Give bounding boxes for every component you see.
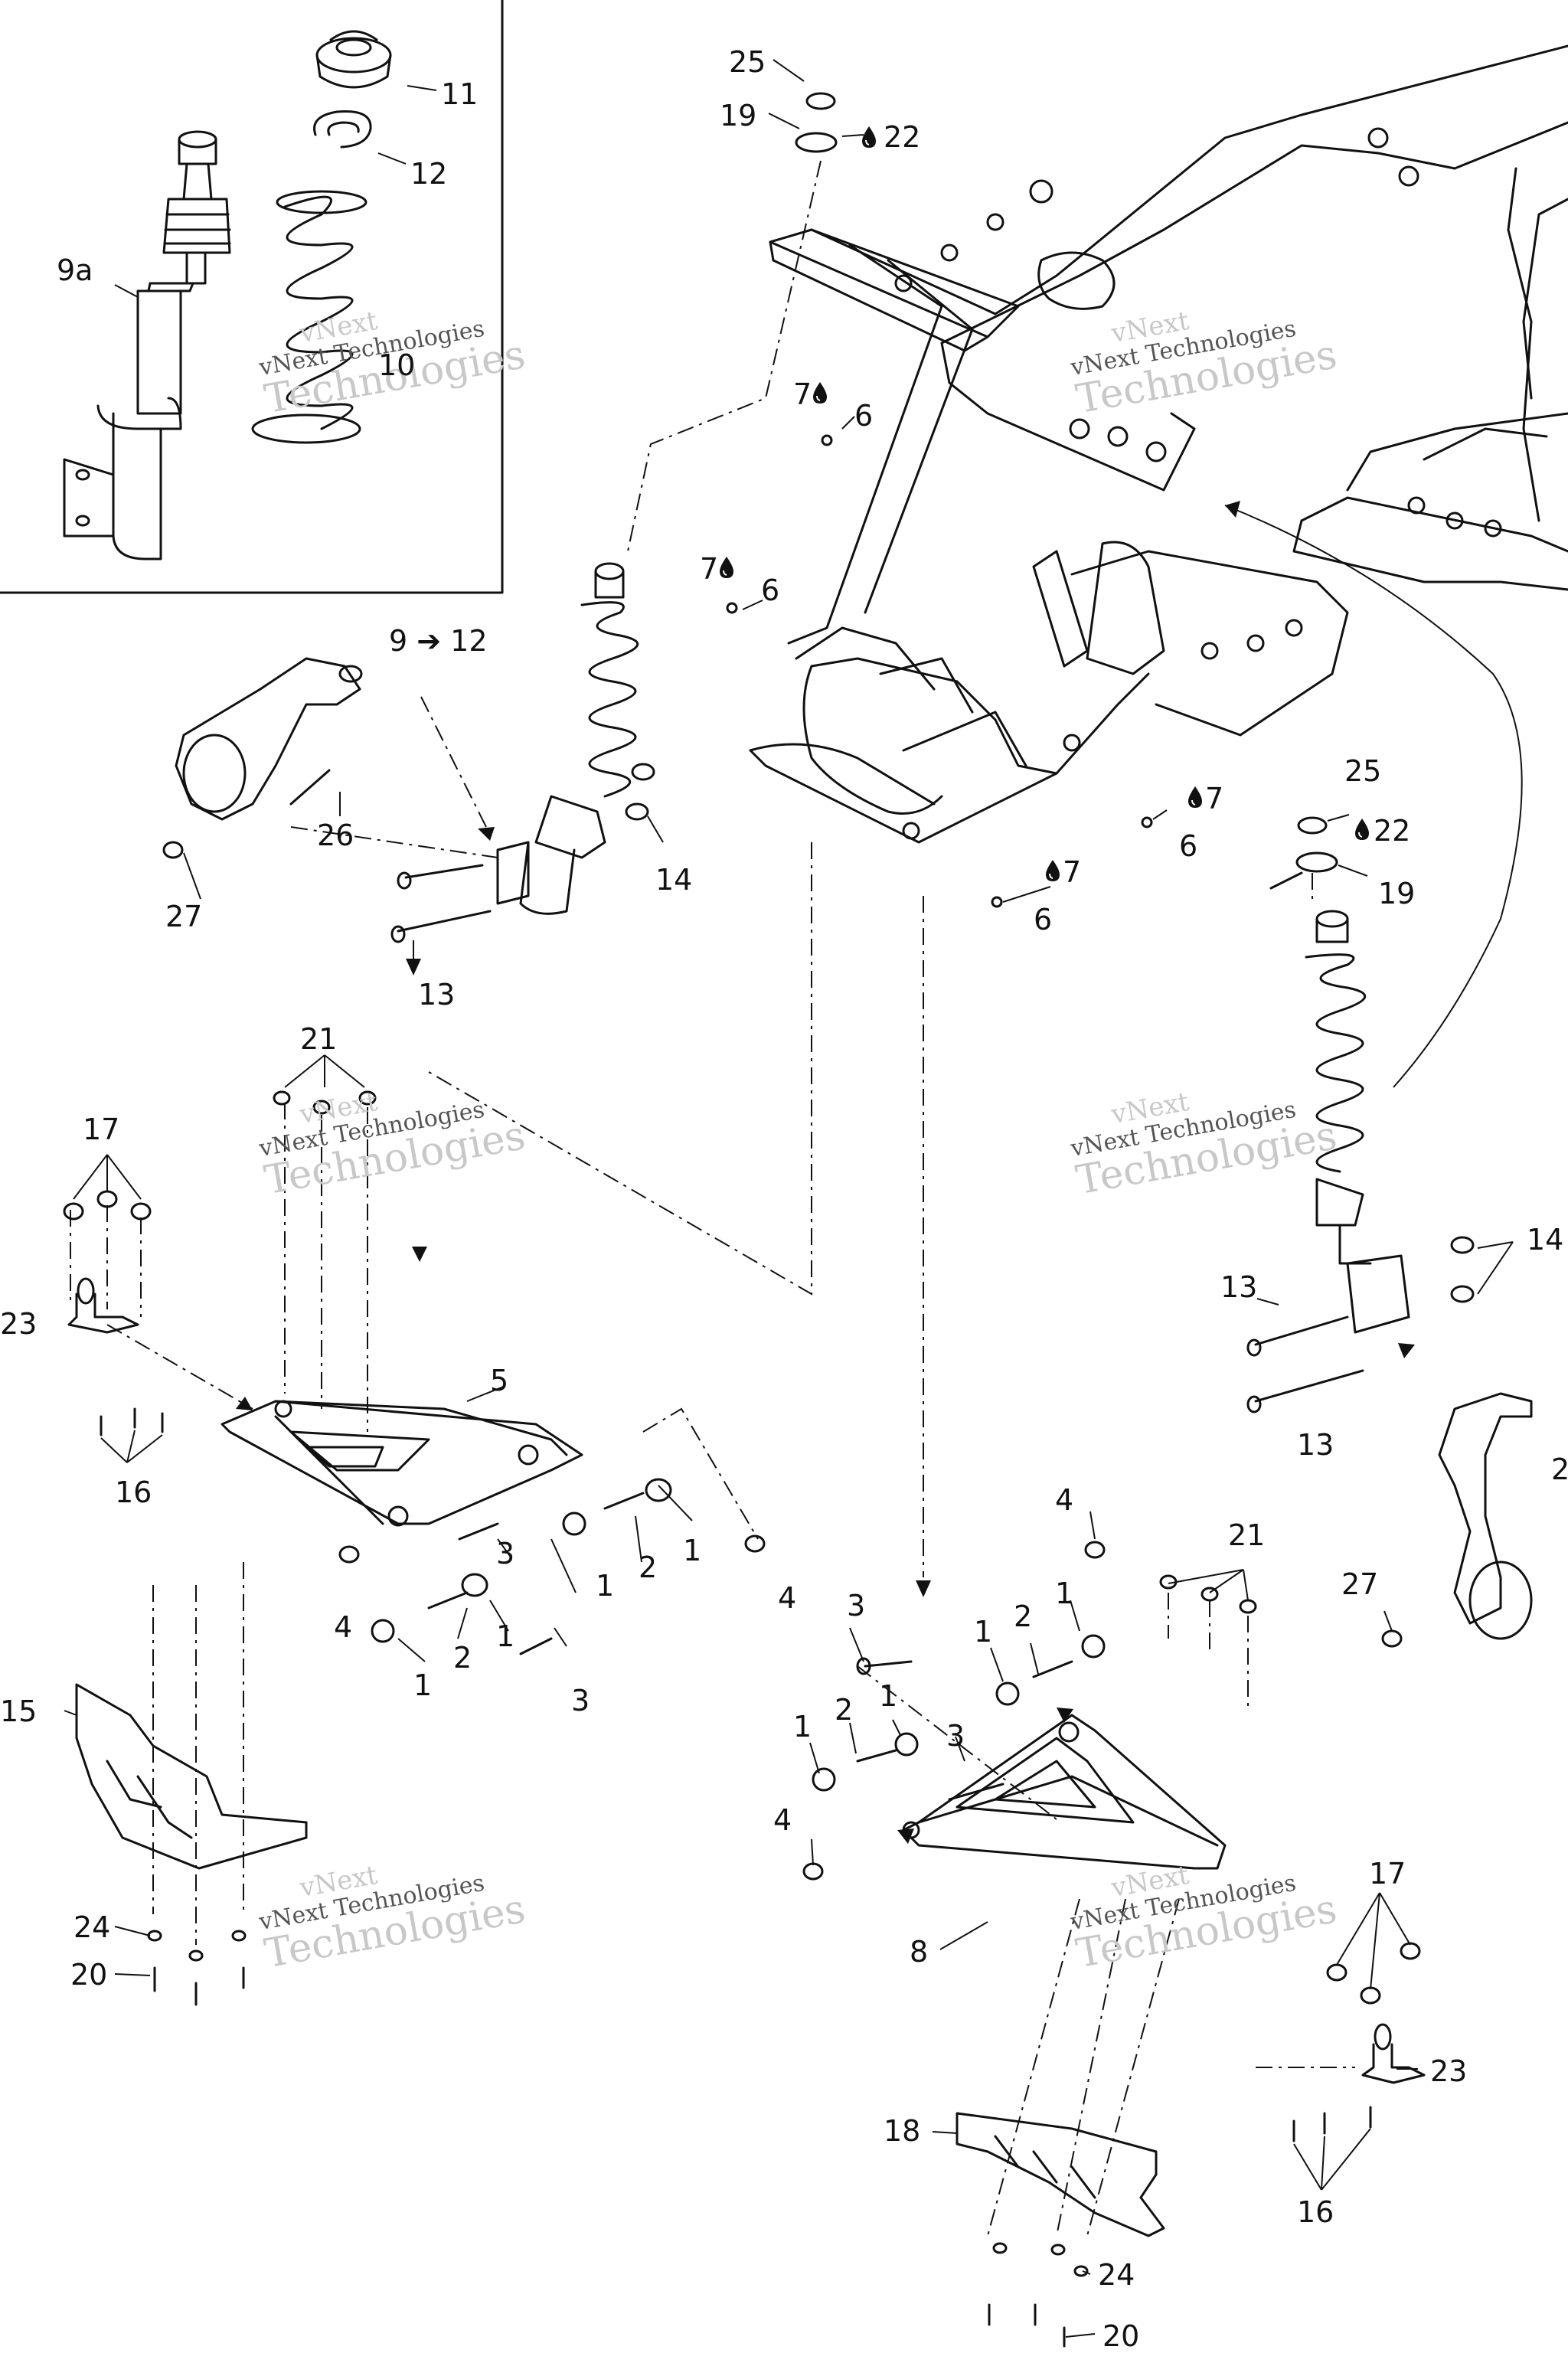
callout-6b: 6	[761, 574, 780, 607]
skid-plate-right	[956, 2112, 1165, 2237]
callout-11: 11	[441, 77, 479, 111]
callout-14-left: 14	[655, 863, 693, 897]
callout-26: 26	[317, 819, 354, 852]
callout-19-left: 19	[720, 99, 757, 132]
callout-23-left: 23	[0, 1307, 38, 1341]
callout-13-right-lower: 13	[1297, 1428, 1334, 1462]
bump-stop-19-left	[795, 132, 838, 153]
callout-4b: 4	[334, 1610, 353, 1644]
oil-drop-icon	[813, 382, 827, 404]
callout-6c: 6	[1179, 829, 1198, 863]
callout-5: 5	[490, 1364, 509, 1397]
callout-2d: 2	[835, 1693, 854, 1727]
callout-1f: 1	[1055, 1577, 1074, 1610]
callout-3b: 3	[571, 1684, 590, 1717]
callout-1h: 1	[879, 1679, 898, 1713]
callout-2b: 2	[453, 1641, 472, 1675]
coil-spring-part	[251, 190, 368, 444]
oil-drop-icon	[1355, 819, 1369, 840]
callout-9a: 9a	[57, 253, 93, 287]
inset-frame	[0, 0, 504, 594]
callout-1g: 1	[793, 1710, 812, 1744]
callout-9-to-12: 9 ➔ 12	[389, 624, 488, 658]
ball-joint-left	[67, 1277, 139, 1334]
callout-2a: 2	[639, 1551, 658, 1584]
callout-12: 12	[410, 157, 448, 191]
callout-23-right: 23	[1430, 2054, 1468, 2088]
circlip-25-left	[805, 92, 836, 110]
left-shock-assembly	[496, 562, 639, 915]
callout-4d: 4	[773, 1803, 792, 1837]
callout-22-right: 22	[1374, 814, 1411, 848]
upper-a-arm-left	[220, 1400, 583, 1527]
callout-10: 10	[378, 348, 416, 382]
callout-25-right: 25	[1344, 754, 1382, 788]
callout-21-right: 21	[1228, 1518, 1266, 1552]
bump-stop-19-right	[1295, 851, 1338, 873]
callout-17-left: 17	[83, 1113, 120, 1146]
callout-22-left: 22	[884, 120, 921, 154]
callout-14-right: 14	[1527, 1223, 1564, 1257]
callout-20-right: 20	[1102, 2319, 1140, 2353]
right-shock-assembly	[1305, 910, 1410, 1334]
right-steering-knuckle	[1438, 1392, 1533, 1640]
callout-7d: 7	[1063, 855, 1082, 889]
callout-15: 15	[0, 1694, 38, 1728]
callout-16-right: 16	[1297, 2195, 1334, 2229]
callout-4c: 4	[1055, 1483, 1074, 1517]
callout-13-left: 13	[418, 978, 456, 1011]
skid-plate-left	[75, 1683, 308, 1870]
callout-3a: 3	[496, 1537, 515, 1570]
left-steering-knuckle	[175, 657, 363, 821]
callout-17-right: 17	[1369, 1857, 1406, 1891]
callout-18: 18	[884, 2114, 921, 2148]
callout-6a: 6	[854, 399, 874, 433]
callout-24-right: 24	[1098, 2258, 1135, 2292]
callout-8: 8	[910, 1935, 929, 1969]
callout-1d: 1	[413, 1668, 433, 1702]
fasteners	[63, 434, 1475, 2348]
callout-2-right-edge: 2	[1551, 1453, 1568, 1486]
retainer-clip-part	[313, 109, 372, 149]
callout-1b: 1	[596, 1569, 615, 1603]
callout-13-right-upper: 13	[1220, 1270, 1258, 1304]
callout-27-left: 27	[165, 900, 203, 933]
callout-19-right: 19	[1378, 877, 1416, 910]
circlip-25-right	[1297, 816, 1328, 835]
callout-7b: 7	[700, 552, 719, 586]
callout-2c: 2	[1014, 1600, 1033, 1633]
callout-7a: 7	[793, 377, 812, 411]
spring-seat-part	[315, 30, 392, 89]
oil-drop-icon	[720, 557, 733, 578]
oil-drop-icon	[1046, 860, 1060, 881]
callout-1a: 1	[683, 1534, 702, 1567]
shock-absorber-part	[63, 130, 231, 560]
callout-1c: 1	[496, 1619, 515, 1653]
callout-27-right: 27	[1341, 1567, 1379, 1601]
oil-drop-icon	[862, 126, 876, 148]
callout-4a: 4	[778, 1581, 797, 1615]
callout-20-left: 20	[70, 1958, 108, 1992]
callout-3c: 3	[847, 1589, 866, 1623]
oil-drop-icon	[1188, 786, 1202, 808]
callout-24-left: 24	[74, 1910, 111, 1944]
callout-3d: 3	[946, 1719, 965, 1753]
callout-16-left: 16	[115, 1476, 152, 1509]
lower-a-arm-right	[902, 1714, 1227, 1870]
callout-1e: 1	[974, 1615, 993, 1649]
frame-chassis	[749, 44, 1568, 890]
callout-6d: 6	[1034, 903, 1053, 936]
ball-joint-right	[1361, 2023, 1426, 2084]
callout-7c: 7	[1205, 782, 1224, 815]
callout-21-left: 21	[300, 1022, 338, 1056]
callout-25-left: 25	[729, 45, 766, 79]
